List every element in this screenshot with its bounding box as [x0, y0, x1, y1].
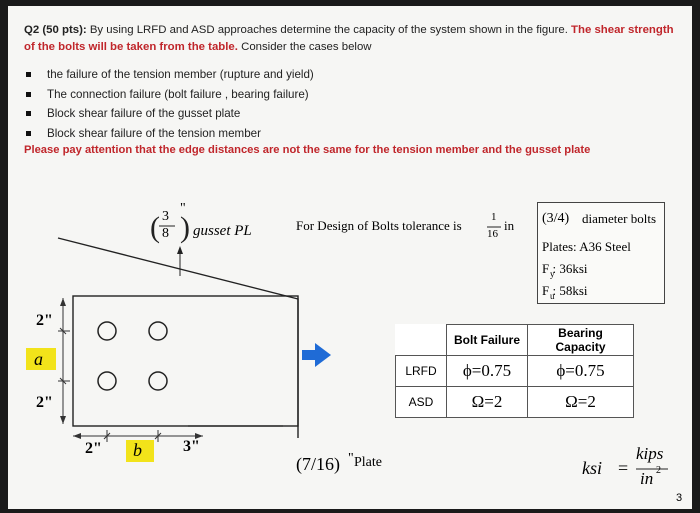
tolerance-text: For Design of Bolts tolerance is: [296, 218, 462, 233]
fu-value: F : 58ksi: [542, 283, 588, 298]
bolt-diameter-label: diameter bolts: [582, 211, 657, 226]
bullet-icon: [26, 130, 31, 136]
bullet-icon: [26, 111, 31, 117]
table-row: ASD Ω=2 Ω=2: [395, 386, 634, 418]
svg-text:(: (: [150, 211, 160, 244]
question-red-text: The shear strength of the bolts will be …: [24, 24, 674, 53]
table-cell: ϕ=0.75: [446, 355, 528, 387]
dim-left-top: 2": [36, 312, 53, 329]
tolerance-unit: in: [504, 218, 515, 233]
question-header: Q2 (50 pts): By using LRFD and ASD appro…: [24, 22, 679, 56]
fu-subscript: u: [550, 291, 555, 301]
material-specs-box: (3/4) diameter bolts Plates: A36 Steel F…: [537, 202, 665, 304]
dim-arrow-icon: [195, 433, 203, 439]
leader-arrow-icon: [177, 246, 183, 254]
load-arrow-body: [302, 350, 316, 360]
table-cell: Ω=2: [527, 386, 634, 418]
question-label: Q2 (50 pts):: [24, 24, 87, 36]
highlight-b: [126, 440, 154, 462]
ksi-label: ksi: [582, 458, 602, 478]
ksi-equals: =: [618, 458, 629, 478]
highlight-a: [26, 348, 56, 370]
ksi-exponent: 2: [656, 465, 661, 476]
col-header: Bolt Failure: [446, 324, 528, 356]
question-text: By using LRFD and ASD approaches determi…: [86, 24, 568, 36]
table-cell: ϕ=0.75: [527, 355, 634, 387]
tolerance-den: 16: [487, 228, 498, 240]
dim-left-a: a: [34, 349, 43, 369]
fy-subscript: y: [550, 269, 555, 279]
document-page: Q2 (50 pts): By using LRFD and ASD appro…: [8, 6, 692, 509]
gusset-label: gusset PL: [193, 223, 252, 239]
fy-value: F : 36ksi: [542, 261, 588, 276]
dim-left-bottom: 2": [36, 394, 53, 411]
gusset-thickness-den: 8: [162, 226, 169, 241]
list-item: The connection failure (bolt failure , b…: [26, 85, 314, 105]
ksi-numerator: kips: [636, 444, 664, 463]
plate-thickness: (7/16): [296, 454, 340, 474]
bolt-hole: [148, 321, 168, 341]
plates-material: Plates: A36 Steel: [542, 239, 631, 254]
table-row: LRFD ϕ=0.75 ϕ=0.75: [395, 355, 634, 387]
table-cell: Ω=2: [446, 386, 528, 418]
tolerance-num: 1: [491, 211, 497, 223]
list-item: Block shear failure of the gusset plate: [26, 104, 314, 124]
row-label: ASD: [395, 386, 447, 418]
list-item: Block shear failure of the tension membe…: [26, 124, 314, 144]
dim-bottom-b: b: [133, 440, 142, 460]
dim-arrow-icon: [60, 298, 66, 306]
inch-mark: ": [348, 451, 354, 466]
dim-arrow-icon: [60, 416, 66, 424]
row-label: LRFD: [395, 355, 447, 387]
dim-bottom-right: 3": [183, 438, 200, 455]
inch-mark: ": [180, 201, 186, 216]
bolt-diameter-frac: (3/4): [542, 211, 570, 226]
plate-label: Plate: [354, 455, 382, 470]
load-arrow-icon: [315, 343, 331, 367]
gusset-top-edge: [57, 237, 299, 438]
bolt-hole: [148, 371, 168, 391]
ksi-denominator: in: [640, 469, 654, 488]
list-item: the failure of the tension member (ruptu…: [26, 65, 314, 85]
bolt-hole: [97, 321, 117, 341]
dim-bottom-left: 2": [85, 440, 102, 457]
edge-distance-note: Please pay attention that the edge dista…: [24, 144, 591, 156]
bullet-icon: [26, 91, 31, 97]
capacity-table: Bolt Failure Bearing Capacity LRFD ϕ=0.7…: [395, 324, 634, 418]
col-header: Bearing Capacity: [527, 324, 634, 356]
gusset-thickness-num: 3: [162, 209, 169, 224]
page-number: 3: [676, 492, 683, 504]
bullet-icon: [26, 72, 31, 78]
tension-member: [72, 295, 299, 427]
svg-text:): ): [180, 211, 190, 244]
connection-figure: ( ): [26, 211, 668, 470]
bolt-hole: [97, 371, 117, 391]
dim-arrow-icon: [73, 433, 81, 439]
question-tail: Consider the cases below: [237, 41, 372, 53]
cases-list: the failure of the tension member (ruptu…: [26, 65, 314, 143]
